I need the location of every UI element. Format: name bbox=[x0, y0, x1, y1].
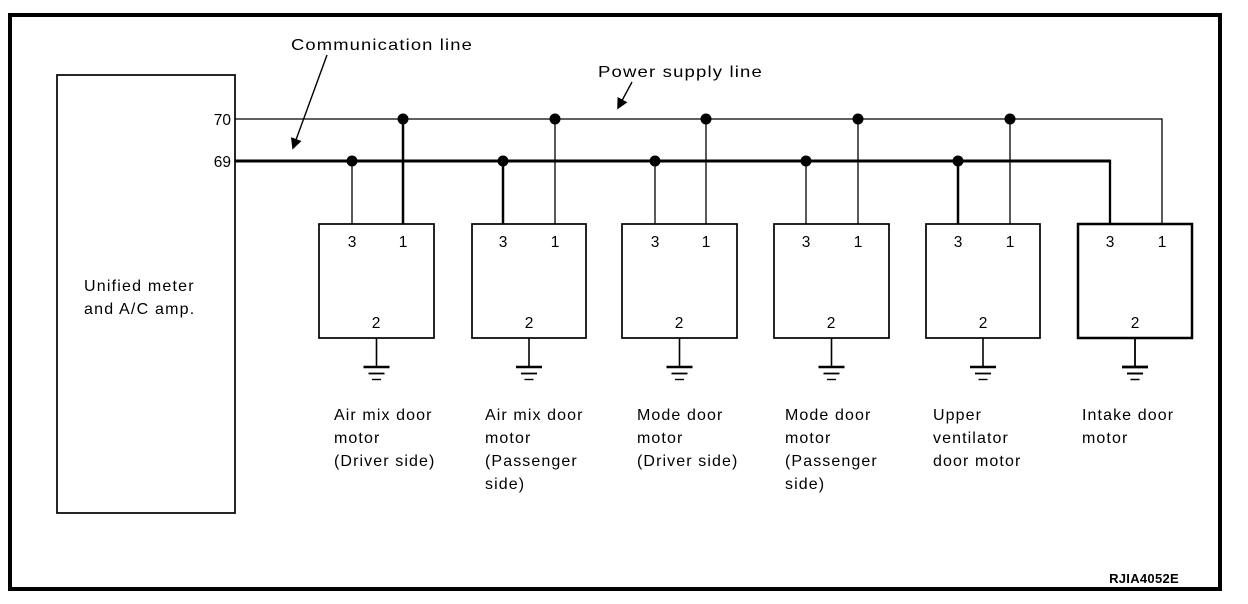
junction-dot-power bbox=[1004, 113, 1016, 125]
pin-3-label: 3 bbox=[348, 234, 357, 251]
power-supply-line-label: Power supply line bbox=[598, 64, 763, 81]
motor-label: Air mix door motor (Passenger side) bbox=[485, 407, 584, 493]
controller-label-line1: Unified meter bbox=[84, 278, 195, 295]
motor-label: Air mix door motor (Driver side) bbox=[334, 407, 435, 470]
controller-box bbox=[56, 74, 236, 514]
motor-unit-air-mix-driver: 3 1 2 Air mix door motor (Driver side) bbox=[318, 113, 435, 470]
svg-text:Mode door: Mode door bbox=[785, 407, 871, 424]
ground-icon bbox=[516, 338, 542, 381]
controller-pin-69-label: 69 bbox=[214, 154, 231, 171]
power-supply-line-annotation: Power supply line bbox=[598, 64, 763, 110]
ground-icon bbox=[1122, 338, 1148, 381]
diagram-frame bbox=[8, 13, 1222, 591]
motor-unit-upper-ventilator: 3 1 2 Upper ventilator door motor bbox=[925, 113, 1041, 470]
ground-icon bbox=[363, 338, 390, 381]
pin-1-label: 1 bbox=[399, 234, 408, 251]
pin-3-label: 3 bbox=[802, 234, 811, 251]
svg-text:side): side) bbox=[485, 476, 525, 493]
svg-text:motor: motor bbox=[334, 430, 380, 447]
pin-2-label: 2 bbox=[372, 315, 381, 332]
svg-text:(Passenger: (Passenger bbox=[485, 453, 578, 470]
junction-dot-communication bbox=[952, 155, 964, 167]
pin-1-label: 1 bbox=[702, 234, 711, 251]
svg-text:motor: motor bbox=[1082, 430, 1128, 447]
controller-unit: Unified meter and A/C amp. 70 69 bbox=[56, 74, 236, 514]
motor-unit-intake: 3 1 2 Intake door motor bbox=[1076, 222, 1194, 447]
svg-text:motor: motor bbox=[785, 430, 831, 447]
power-supply-line bbox=[235, 118, 1163, 224]
svg-text:Mode door: Mode door bbox=[637, 407, 723, 424]
pin-3-label: 3 bbox=[954, 234, 963, 251]
pin-1-label: 1 bbox=[854, 234, 863, 251]
pin-1-label: 1 bbox=[551, 234, 560, 251]
pin-2-label: 2 bbox=[675, 315, 684, 332]
controller-pin-70-label: 70 bbox=[214, 112, 232, 129]
pin-3-label: 3 bbox=[499, 234, 508, 251]
communication-line-annotation: Communication line bbox=[291, 37, 473, 150]
pin-3-label: 3 bbox=[651, 234, 660, 251]
pin-2-label: 2 bbox=[525, 315, 534, 332]
pin-2-label: 2 bbox=[827, 315, 836, 332]
motor-box bbox=[1076, 222, 1194, 340]
svg-text:Air mix door: Air mix door bbox=[485, 407, 584, 424]
svg-text:ventilator: ventilator bbox=[933, 430, 1009, 447]
pin-2-label: 2 bbox=[979, 315, 988, 332]
motor-label: Intake door motor bbox=[1082, 407, 1174, 447]
figure-code: RJIA4052E bbox=[1109, 571, 1179, 586]
ground-icon bbox=[970, 338, 996, 381]
motor-label: Mode door motor (Driver side) bbox=[637, 407, 738, 470]
svg-text:Intake door: Intake door bbox=[1082, 407, 1174, 424]
junction-dot-power bbox=[397, 113, 409, 125]
svg-text:door motor: door motor bbox=[933, 453, 1021, 470]
junction-dot-communication bbox=[497, 155, 509, 167]
junction-dot-power bbox=[852, 113, 864, 125]
motor-box bbox=[925, 223, 1041, 339]
motor-unit-mode-driver: 3 1 2 Mode door motor (Driver side) bbox=[621, 113, 738, 470]
svg-text:motor: motor bbox=[485, 430, 531, 447]
pin-1-label: 1 bbox=[1158, 234, 1167, 251]
svg-text:Upper: Upper bbox=[933, 407, 982, 424]
svg-text:side): side) bbox=[785, 476, 825, 493]
power-supply-line-arrow bbox=[617, 81, 633, 110]
svg-text:motor: motor bbox=[637, 430, 683, 447]
motor-unit-mode-passenger: 3 1 2 Mode door motor (Passenger side) bbox=[773, 113, 890, 493]
junction-dot-power bbox=[549, 113, 561, 125]
pin-1-label: 1 bbox=[1006, 234, 1015, 251]
communication-line-label: Communication line bbox=[291, 37, 473, 54]
motor-box bbox=[318, 223, 435, 339]
controller-label-line2: and A/C amp. bbox=[84, 301, 195, 318]
ground-icon bbox=[666, 338, 693, 381]
ground-icon bbox=[818, 338, 845, 381]
junction-dot-power bbox=[700, 113, 712, 125]
svg-text:(Passenger: (Passenger bbox=[785, 453, 878, 470]
communication-line bbox=[235, 159, 1112, 224]
pin-2-label: 2 bbox=[1131, 315, 1140, 332]
pin-3-label: 3 bbox=[1106, 234, 1115, 251]
communication-line-arrow bbox=[291, 54, 328, 150]
motor-label: Mode door motor (Passenger side) bbox=[785, 407, 878, 493]
motor-label: Upper ventilator door motor bbox=[933, 407, 1021, 470]
junction-dot-communication bbox=[800, 155, 812, 167]
junction-dot-communication bbox=[346, 155, 358, 167]
motor-unit-air-mix-passenger: 3 1 2 Air mix door motor (Passenger side… bbox=[471, 113, 587, 493]
svg-text:Air mix door: Air mix door bbox=[334, 407, 433, 424]
svg-text:(Driver side): (Driver side) bbox=[334, 453, 435, 470]
svg-text:(Driver side): (Driver side) bbox=[637, 453, 738, 470]
junction-dot-communication bbox=[649, 155, 661, 167]
